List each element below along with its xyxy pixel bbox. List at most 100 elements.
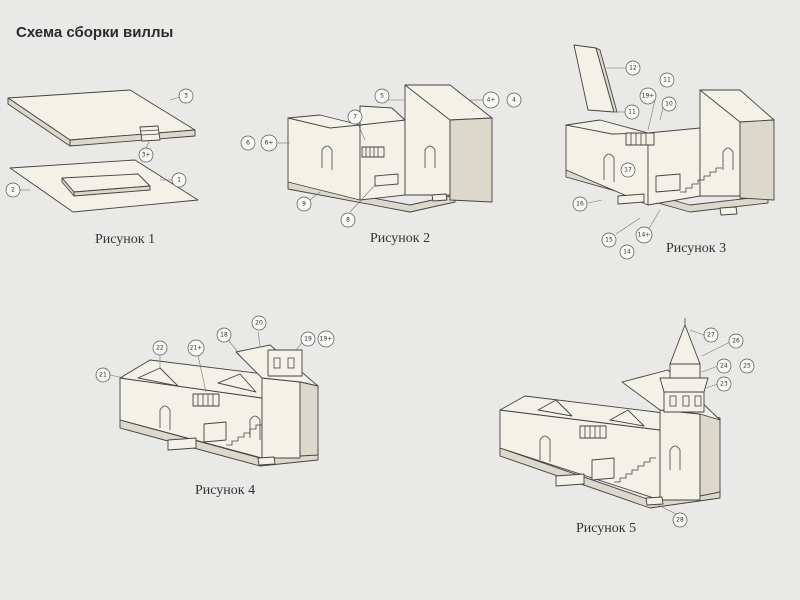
- fig4-tower-front: [261, 377, 301, 459]
- fig5-box: [591, 457, 615, 481]
- svg-text:17: 17: [624, 167, 632, 174]
- fig3-tower-side: [739, 119, 775, 201]
- page-title: Схема сборки виллы: [16, 24, 174, 41]
- callout-4-g: 21: [95, 367, 111, 383]
- svg-text:20: 20: [255, 320, 263, 327]
- fig5-arch-right: [669, 445, 681, 470]
- callout-5-d: 25: [739, 358, 755, 374]
- fig4-staircase: [226, 424, 262, 446]
- caption-2: Рисунок 2: [370, 231, 430, 246]
- svg-text:28: 28: [676, 517, 684, 524]
- base-frame-front: [73, 185, 151, 197]
- callout-3-h: 15: [601, 232, 617, 248]
- callout-1-b: 3+: [138, 147, 154, 163]
- callout-1-d: 1: [171, 172, 187, 188]
- callout-2-f: 6+: [260, 134, 278, 152]
- fig4-bench: [167, 437, 197, 451]
- callout-4-d: 19+: [317, 330, 335, 348]
- fig5-arch-left: [539, 435, 551, 462]
- fig5-upper-roof: [659, 377, 709, 393]
- callout-2-a: 5: [374, 88, 390, 104]
- svg-text:10: 10: [665, 101, 673, 108]
- callout-5-b: 26: [728, 333, 744, 349]
- callout-3-g: 16: [572, 196, 588, 212]
- figure-1: 3 3+ 2 1 Рисунок 1: [5, 88, 199, 247]
- callout-4-b: 18: [216, 327, 232, 343]
- callout-5-a: 27: [703, 327, 719, 343]
- fig3-staircase: [680, 167, 722, 193]
- callout-3-c: 19+: [639, 87, 657, 105]
- callout-3-j: 14: [619, 244, 635, 260]
- fig3-step: [719, 206, 738, 216]
- svg-text:4: 4: [512, 97, 516, 104]
- callout-3-e: 10: [661, 96, 677, 112]
- svg-text:5: 5: [380, 93, 384, 100]
- svg-text:4+: 4+: [487, 97, 496, 104]
- svg-text:1: 1: [177, 177, 181, 184]
- fig3-bench: [617, 193, 645, 205]
- slab-step: [139, 125, 161, 142]
- svg-text:14: 14: [623, 249, 631, 256]
- svg-text:23: 23: [720, 381, 728, 388]
- fig5-bench: [555, 473, 585, 487]
- callout-2-g: 9: [296, 196, 312, 212]
- caption-5: Рисунок 5: [576, 521, 636, 536]
- svg-text:19: 19: [304, 336, 312, 343]
- fig3-box: [655, 173, 681, 193]
- svg-text:2: 2: [11, 187, 15, 194]
- fig4-balcony: [192, 393, 220, 407]
- svg-text:8: 8: [346, 217, 350, 224]
- fig5-gable-1: [537, 399, 573, 417]
- callout-3-a: 12: [625, 60, 641, 76]
- callout-5-e: 23: [716, 376, 732, 392]
- fig2-arch-left: [321, 145, 333, 170]
- fig5-staircase: [614, 457, 656, 483]
- svg-text:6: 6: [246, 140, 250, 147]
- fig5-tower-side: [699, 413, 721, 497]
- callout-3-b: 11: [659, 72, 675, 88]
- fig3-balcony: [625, 132, 655, 146]
- fig4-tower-side: [299, 381, 319, 457]
- svg-text:24: 24: [720, 363, 728, 370]
- svg-text:11: 11: [663, 77, 671, 84]
- svg-text:19+: 19+: [642, 93, 655, 100]
- callout-2-e: 6: [240, 135, 256, 151]
- callout-4-f: 21+: [187, 339, 205, 357]
- caption-3: Рисунок 3: [666, 241, 726, 256]
- fig2-box: [374, 173, 399, 187]
- callout-2-b: 4+: [482, 91, 500, 109]
- callout-5-f: 28: [672, 512, 688, 528]
- svg-text:9: 9: [302, 201, 306, 208]
- callout-3-f: 17: [620, 162, 636, 178]
- svg-text:15: 15: [605, 237, 613, 244]
- callout-4-e: 22: [152, 340, 168, 356]
- callout-4-c: 19: [300, 331, 316, 347]
- fig3-floor: [565, 169, 769, 213]
- callout-1-a: 3: [178, 88, 194, 104]
- fig2-balcony: [361, 146, 385, 158]
- svg-text:21: 21: [99, 372, 107, 379]
- svg-text:11: 11: [628, 109, 636, 116]
- fig5-step: [645, 496, 664, 506]
- fig5-gable-2: [609, 409, 645, 427]
- fig4-gable-2: [217, 373, 257, 393]
- fig5-balcony: [579, 425, 607, 439]
- fig4-arch-right: [249, 415, 261, 440]
- fig4-arch-left: [159, 405, 171, 430]
- svg-text:12: 12: [629, 65, 637, 72]
- fig4-turret: [267, 349, 303, 377]
- callout-3-d: 11: [624, 104, 640, 120]
- svg-text:27: 27: [707, 332, 715, 339]
- fig3-arch-left: [603, 153, 615, 182]
- fig2-mid-wall: [359, 119, 406, 201]
- callout-2-d: 7: [347, 109, 363, 125]
- svg-text:14+: 14+: [638, 232, 651, 239]
- fig5-spire: [669, 324, 701, 365]
- fig5-upper-turret: [669, 363, 701, 379]
- fig2-tower-side: [449, 117, 493, 203]
- callout-4-a: 20: [251, 315, 267, 331]
- callout-2-c: 4: [506, 92, 522, 108]
- svg-text:21+: 21+: [190, 345, 203, 352]
- caption-4: Рисунок 4: [195, 483, 255, 498]
